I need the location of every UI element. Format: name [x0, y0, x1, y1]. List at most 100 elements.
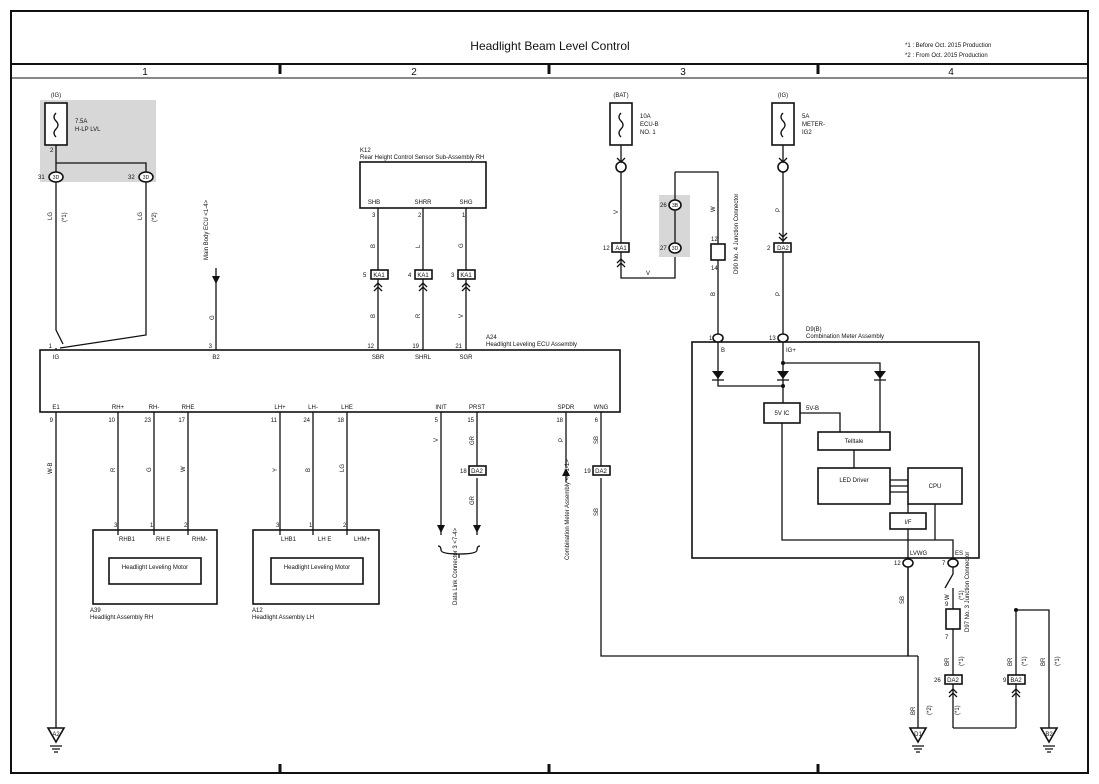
a24-pin-label: SHRL: [415, 355, 432, 361]
wire-label: V: [459, 314, 465, 318]
a24-pin-label: LHE: [341, 405, 353, 411]
wire-label: G: [147, 467, 153, 472]
connector-ka1: KA1: [460, 273, 472, 279]
wire-label: GR: [470, 495, 476, 505]
a12-id: A12: [252, 608, 263, 614]
wire-label: LG: [138, 212, 144, 220]
ecub-fuse: [609, 102, 633, 146]
a24-pin-number: 9: [50, 418, 54, 424]
a24-pin-number: 12: [367, 344, 374, 350]
meter-fuse-name: METER-: [802, 122, 825, 128]
meter-fuse-name2: IG2: [802, 130, 812, 136]
a24-pin-label: LH+: [274, 405, 286, 411]
svg-text:14: 14: [711, 266, 718, 272]
svg-text:3: 3: [451, 273, 455, 279]
hlp-fuse: [44, 102, 68, 146]
wire-label: SB: [594, 436, 600, 444]
svg-text:B2: B2: [1045, 732, 1053, 738]
ground-a2: A2: [46, 727, 66, 753]
svg-text:4: 4: [408, 273, 412, 279]
wire-label: SB: [594, 508, 600, 516]
a24-name: Headlight Leveling ECU Assembly: [486, 342, 577, 348]
a24-pin-label: E1: [52, 405, 60, 411]
a39-pin: RHM-: [192, 537, 208, 543]
a39-pin: RHB1: [119, 537, 136, 543]
a24-pin-label: RH+: [112, 405, 125, 411]
svg-text:(*1): (*1): [959, 656, 965, 666]
d9-pin-b: B: [721, 348, 725, 354]
fuse-icon: [618, 112, 624, 138]
svg-text:A2: A2: [52, 732, 60, 738]
a24-ecu: [39, 349, 621, 413]
wire-label: BR: [911, 706, 917, 715]
a24-pin-number: 18: [337, 418, 344, 424]
meter-fuse-source: (IG): [778, 93, 788, 99]
d9-telltale: Telltale: [845, 439, 864, 445]
wire-label: V: [614, 210, 620, 214]
fuse-icon: [53, 112, 59, 138]
meter-fuse-rating: 5A: [802, 114, 809, 120]
connector-da2: DA2: [595, 469, 607, 475]
a24-pin-number: 3: [209, 344, 213, 350]
connector-ka1: KA1: [417, 273, 429, 279]
fuse-icon: [780, 112, 786, 138]
svg-text:(*1): (*1): [1022, 656, 1028, 666]
meter-fuse: [771, 102, 795, 146]
svg-text:3: 3: [114, 523, 118, 529]
svg-text:D1: D1: [914, 732, 922, 738]
a12-motor: [270, 557, 364, 585]
a24-pin-label: PRST: [469, 405, 485, 411]
a24-pin-label: B2: [212, 355, 220, 361]
wire-label: BR: [1008, 657, 1014, 666]
d9-5v-b: 5V-B: [806, 406, 819, 412]
svg-text:(*2): (*2): [927, 705, 933, 715]
column-2: 2: [411, 67, 417, 78]
svg-text:18: 18: [460, 469, 467, 475]
svg-text:1: 1: [309, 523, 313, 529]
a24-pin-label: WNG: [594, 405, 609, 411]
wire-label: BR: [1041, 657, 1047, 666]
svg-text:2: 2: [50, 148, 54, 154]
d90-label: D90 No. 4 Junction Connector: [734, 194, 740, 274]
a24-pin-number: 17: [178, 418, 185, 424]
note-2: *2 : From Oct. 2015 Production: [905, 53, 988, 59]
a24-pin-number: 21: [455, 344, 462, 350]
a12-name: Headlight Assembly LH: [252, 615, 314, 621]
a24-pin-number: 19: [412, 344, 419, 350]
svg-text:(*2): (*2): [152, 212, 158, 222]
a24-pin-number: 6: [595, 418, 599, 424]
wire-label: P: [776, 292, 782, 296]
svg-text:31: 31: [38, 175, 45, 181]
combination-meter-ref: Combination Meter Assembly <4-1-1>: [565, 459, 571, 560]
wire-label: W: [181, 466, 187, 472]
d9-name: Combination Meter Assembly: [806, 334, 884, 340]
data-link-connector-ref: Data Link Connector 3 <7-4>: [453, 527, 459, 605]
k12-pin: SHRR: [414, 200, 432, 206]
d90-junction: [710, 243, 726, 261]
svg-text:7: 7: [942, 561, 946, 567]
wire-label: GR: [470, 435, 476, 445]
a24-pin-number: 18: [556, 418, 563, 424]
d9-pin-ig: IG+: [786, 348, 796, 354]
wire-label: L: [416, 244, 422, 248]
a12-pin: LHM+: [354, 537, 371, 543]
wire-label: W-B: [48, 462, 54, 474]
wire-label: B: [371, 314, 377, 318]
a24-pin-number: 10: [108, 418, 115, 424]
ground-b2: B2: [1039, 727, 1059, 753]
connector-ka1: KA1: [373, 273, 385, 279]
column-4: 4: [948, 67, 954, 78]
column-1: 1: [142, 67, 148, 78]
svg-text:26: 26: [660, 203, 667, 209]
k12-pin: SHB: [368, 200, 380, 206]
svg-text:3D: 3D: [143, 175, 150, 181]
d9-5v-ic: 5V IC: [774, 411, 790, 417]
wire-label: V: [646, 271, 650, 277]
svg-text:12: 12: [711, 237, 718, 243]
a24-pin-label: INIT: [435, 405, 447, 411]
ecub-fuse-name: ECU-B: [640, 122, 659, 128]
note-1: *1 : Before Oct. 2015 Production: [905, 43, 991, 49]
a12-pin: LHB1: [281, 537, 297, 543]
svg-text:1: 1: [150, 523, 154, 529]
